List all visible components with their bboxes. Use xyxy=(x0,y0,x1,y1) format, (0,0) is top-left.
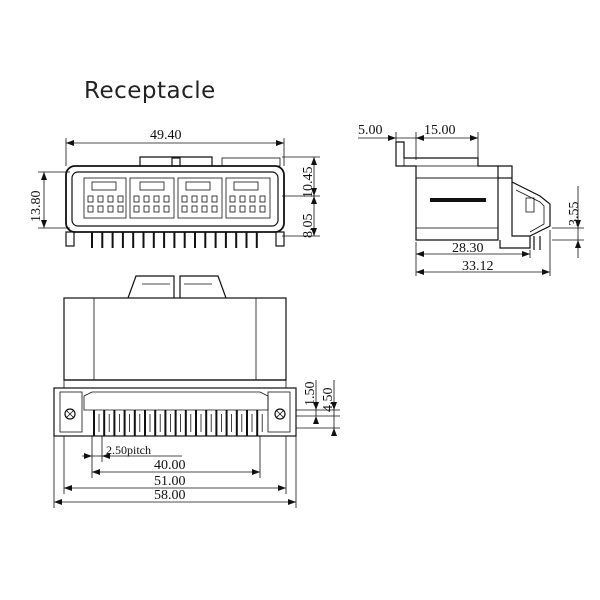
plan-right-screw xyxy=(274,408,286,420)
side-top-band xyxy=(415,165,499,179)
dim-8-05: 8.05 xyxy=(301,214,316,239)
front-latch xyxy=(139,156,213,166)
plan-body-inner xyxy=(93,297,257,381)
contact-slot xyxy=(191,195,198,203)
plan-pins xyxy=(93,410,263,436)
contact-slot xyxy=(133,205,140,213)
dim-15-00: 15.00 xyxy=(424,123,456,138)
dim-49-40: 49.40 xyxy=(150,128,182,143)
front-view: 49.40 13.80 10.45 8.05 xyxy=(29,128,320,248)
dim-pitch: 2.50pitch xyxy=(106,443,151,457)
dim-3-55: 3.55 xyxy=(567,202,582,227)
contact-slot xyxy=(107,205,114,213)
front-housing-outline xyxy=(65,165,285,233)
plan-left-screw xyxy=(64,408,76,420)
side-pin-bend xyxy=(511,181,551,237)
dim-4-50: 4.50 xyxy=(321,388,336,413)
dim-33-12: 33.12 xyxy=(462,259,494,274)
contact-slot xyxy=(107,195,114,203)
front-latch-notch xyxy=(171,157,181,167)
contact-slot xyxy=(239,195,246,203)
contact-slot xyxy=(229,195,236,203)
contact-slot xyxy=(153,205,160,213)
dim-28-30: 28.30 xyxy=(452,241,484,256)
dim-40-00: 40.00 xyxy=(154,458,186,473)
side-body-outline xyxy=(395,141,499,241)
dim-58-00: 58.00 xyxy=(154,488,186,503)
dim-51-00: 51.00 xyxy=(154,474,186,489)
dim-5-00: 5.00 xyxy=(358,123,383,138)
contact-slot xyxy=(97,205,104,213)
front-pins xyxy=(91,232,258,248)
contact-slot xyxy=(249,195,256,203)
contact-slot xyxy=(97,195,104,203)
contact-slot xyxy=(143,195,150,203)
side-view: 5.00 15.00 3.55 xyxy=(358,123,584,276)
plan-view: 1.50 4.50 2.50pitch 40.00 51.00 xyxy=(53,275,340,508)
plan-body-outline xyxy=(63,297,287,381)
plan-latch-right xyxy=(179,275,227,299)
contact-slot xyxy=(229,205,236,213)
front-cavities xyxy=(83,177,271,219)
contact-slot xyxy=(201,195,208,203)
dim-13-80: 13.80 xyxy=(29,191,44,223)
contact-slot xyxy=(87,205,94,213)
plan-latch-left xyxy=(127,275,175,299)
contact-slot xyxy=(211,205,218,213)
contact-slot xyxy=(153,195,160,203)
front-top-rib xyxy=(221,157,281,167)
side-slot xyxy=(430,198,486,202)
contact-slot xyxy=(163,195,170,203)
contact-slot xyxy=(191,205,198,213)
contact-slot xyxy=(239,205,246,213)
front-left-leg xyxy=(65,231,75,247)
contact-slot xyxy=(181,205,188,213)
contact-slot xyxy=(201,205,208,213)
contact-slot xyxy=(211,195,218,203)
dim-1-50: 1.50 xyxy=(303,382,318,407)
contact-slot xyxy=(181,195,188,203)
contact-slot xyxy=(133,195,140,203)
front-contact-slots xyxy=(87,195,266,213)
front-housing-inner xyxy=(71,171,279,227)
dim-10-45: 10.45 xyxy=(301,167,316,199)
front-right-leg xyxy=(275,231,285,247)
contact-slot xyxy=(259,195,266,203)
contact-slot xyxy=(259,205,266,213)
contact-slot xyxy=(87,195,94,203)
contact-slot xyxy=(249,205,256,213)
contact-slot xyxy=(117,195,124,203)
contact-slot xyxy=(143,205,150,213)
contact-slot xyxy=(117,205,124,213)
side-mid-band xyxy=(415,177,499,229)
drawing-title: Receptacle xyxy=(84,78,216,104)
contact-slot xyxy=(163,205,170,213)
